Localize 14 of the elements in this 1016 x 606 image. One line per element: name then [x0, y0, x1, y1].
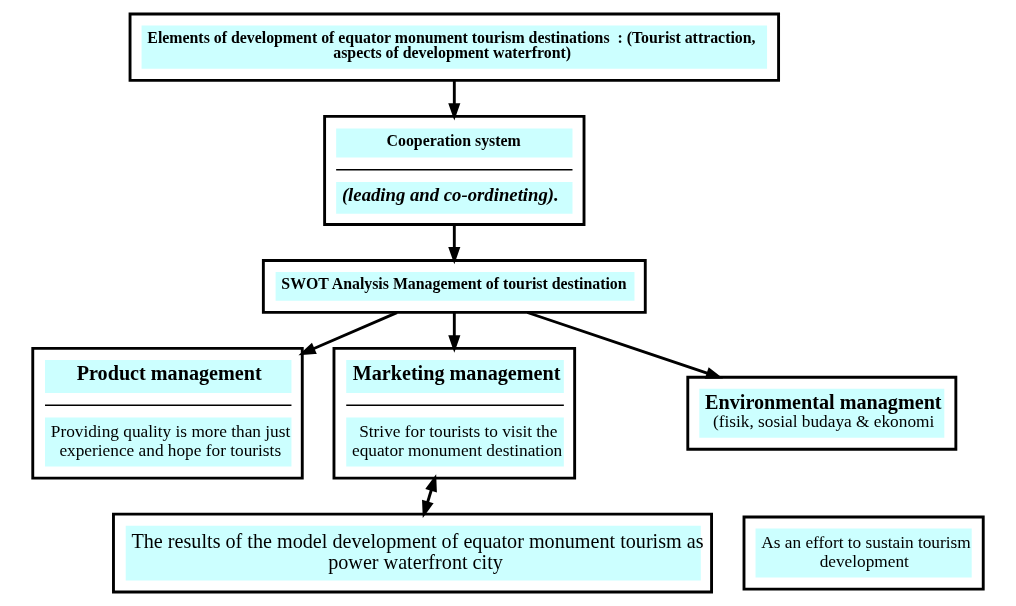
arrow — [422, 474, 437, 519]
arrow — [298, 311, 398, 356]
node-box: Product management Providing quality is more than just experience and hope for tourists — [31, 346, 304, 480]
arrow — [448, 225, 461, 265]
node-box: SWOT Analysis Management of tourist destination — [261, 259, 647, 314]
node-box: The results of the model development of equator monument tourism as power waterfront city — [112, 512, 713, 594]
node-box: Marketing management Strive for tourists to visit the equator monument destination — [332, 346, 577, 480]
arrow — [448, 312, 461, 353]
arrow — [526, 311, 724, 379]
node-box: Cooperation system (leading and co-ordineting). — [323, 114, 586, 226]
node-box: Environmental managment (fisik, sosial budaya & ekonomi — [686, 375, 958, 451]
node-box: As an effort to sustain tourism development — [742, 515, 985, 591]
arrow — [448, 80, 461, 121]
node-box: Elements of development of equator monument tourism destinations : (Tourist attraction, aspects of development waterfront) — [128, 12, 781, 82]
